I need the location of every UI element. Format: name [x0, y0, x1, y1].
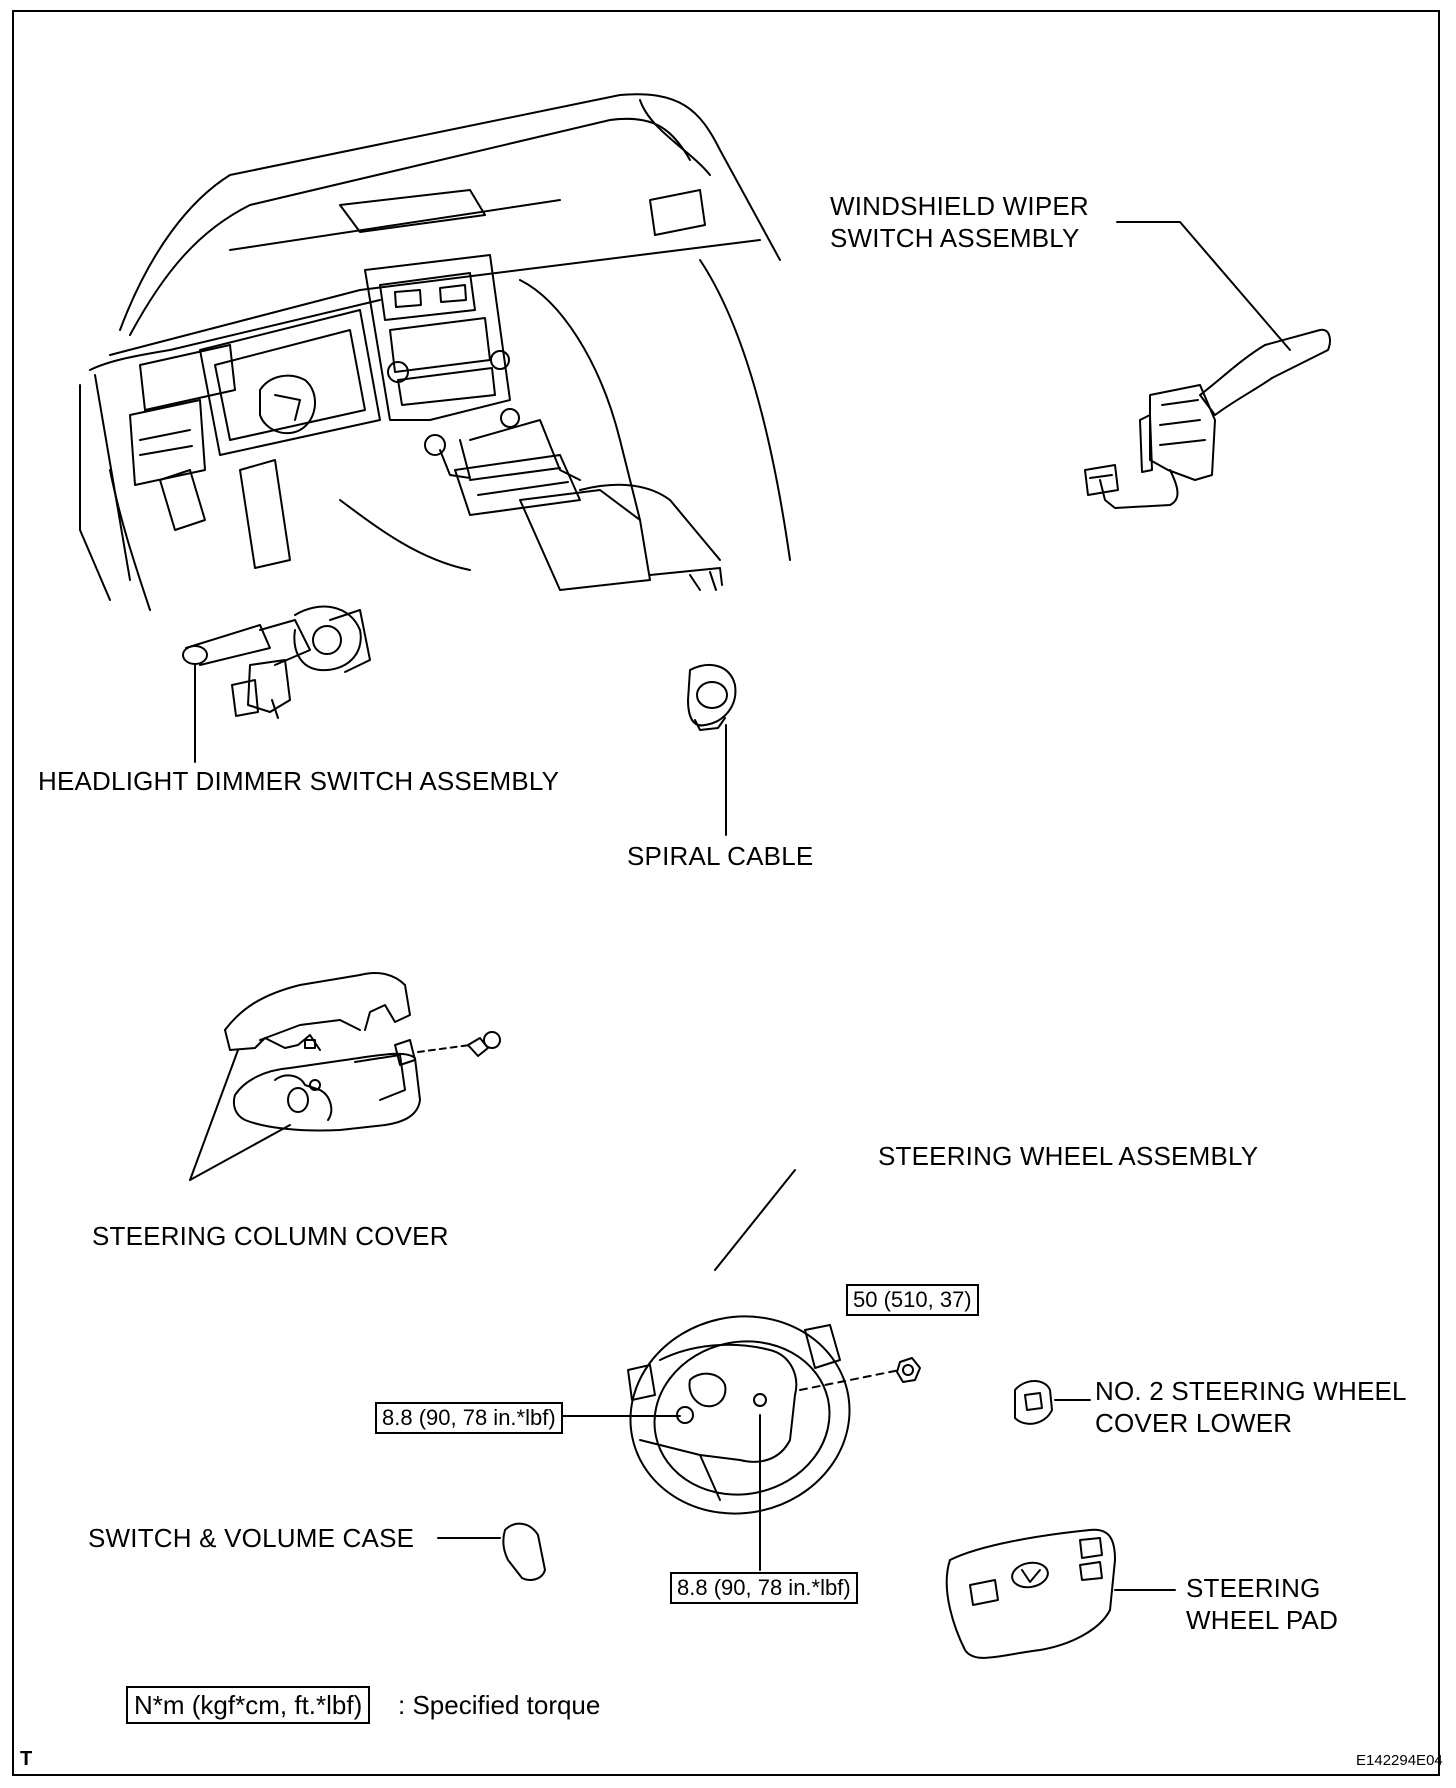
dashboard-overview — [79, 93, 791, 611]
label-wiper-switch-1: WINDSHIELD WIPER — [830, 191, 1089, 221]
steering-column-cover-part — [189, 972, 501, 1181]
steering-wheel-part — [559, 1169, 921, 1571]
cover-lower-part — [1014, 1380, 1091, 1425]
diagram-frame — [12, 10, 1440, 1776]
steering-wheel-pad-part — [945, 1528, 1176, 1659]
label-spiral-cable: SPIRAL CABLE — [627, 841, 814, 871]
label-steering-wheel-pad-1: STEERING — [1186, 1573, 1321, 1603]
switch-volume-case-part — [437, 1522, 546, 1581]
spiral-cable-part — [687, 664, 737, 731]
label-switch-volume-case: SWITCH & VOLUME CASE — [88, 1523, 415, 1553]
leader-lines — [194, 221, 1291, 836]
label-steering-wheel-pad-2: WHEEL PAD — [1186, 1605, 1339, 1635]
wiper-switch-part — [1084, 328, 1331, 509]
corner-mark: T — [20, 1748, 33, 1770]
label-headlight-dimmer-switch: HEADLIGHT DIMMER SWITCH ASSEMBLY — [38, 766, 560, 796]
headlight-switch-part — [182, 605, 371, 719]
label-cover-lower-2: COVER LOWER — [1095, 1408, 1293, 1438]
figure-code: E142294E04 — [1356, 1752, 1443, 1769]
label-steering-wheel-assembly: STEERING WHEEL ASSEMBLY — [878, 1141, 1259, 1171]
legend-torque-text: : Specified torque — [398, 1690, 601, 1720]
torque-screw-left: 8.8 (90, 78 in.*lbf) — [375, 1402, 563, 1434]
torque-screw-bottom: 8.8 (90, 78 in.*lbf) — [670, 1572, 858, 1604]
label-wiper-switch-2: SWITCH ASSEMBLY — [830, 223, 1080, 253]
label-cover-lower-1: NO. 2 STEERING WHEEL — [1095, 1376, 1407, 1406]
label-steering-column-cover: STEERING COLUMN COVER — [92, 1221, 449, 1251]
torque-nut: 50 (510, 37) — [846, 1284, 979, 1316]
legend-torque-box: N*m (kgf*cm, ft.*lbf) — [126, 1686, 371, 1724]
